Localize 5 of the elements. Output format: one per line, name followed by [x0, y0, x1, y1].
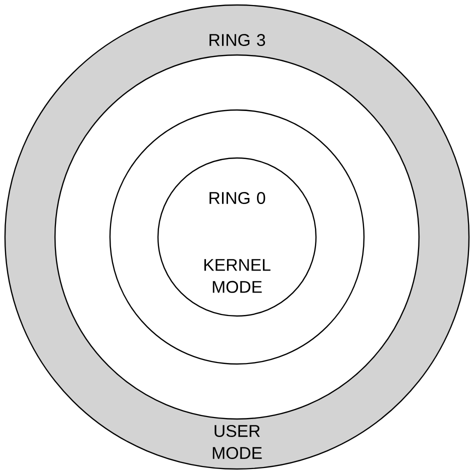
circle-label: USER MODE: [212, 424, 262, 460]
circle-label: RING 3: [210, 34, 266, 46]
ring-circle: [157, 157, 317, 317]
circle-label: KERNEL MODE: [204, 259, 270, 293]
circle-label: RING 0: [210, 192, 266, 204]
